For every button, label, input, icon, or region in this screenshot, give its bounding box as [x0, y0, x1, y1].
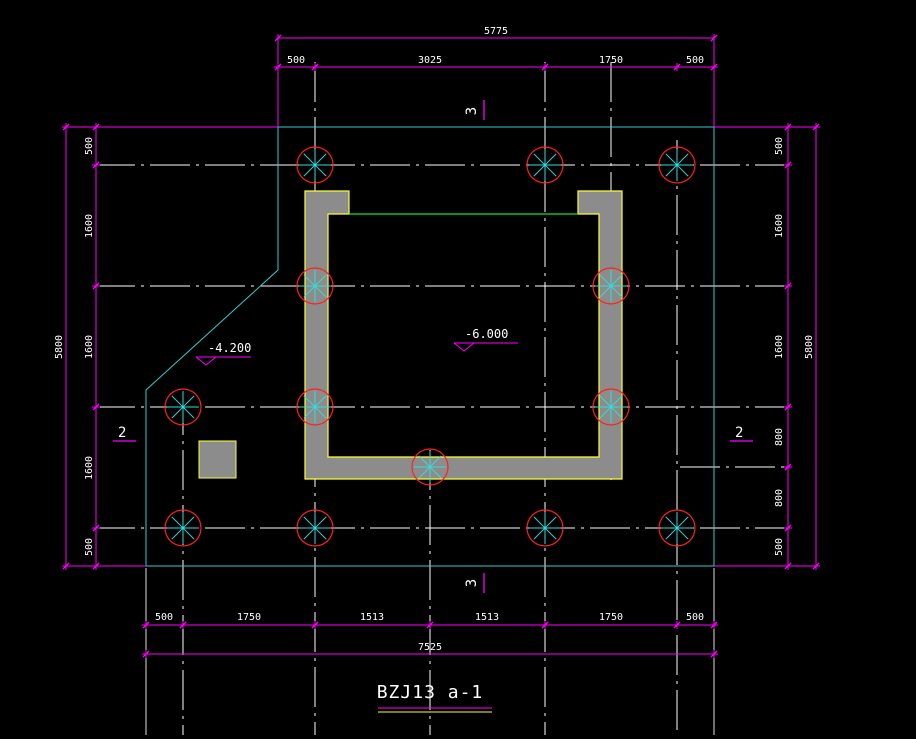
drawing-title: BZJ13 a-1: [377, 682, 484, 703]
dim-right-overall: 5800: [804, 335, 815, 359]
dim-left-overall: 5800: [54, 335, 65, 359]
dim-bottom-seg-5: 1750: [599, 612, 623, 623]
section-mark-label: 2: [118, 425, 126, 441]
pile-13: [658, 509, 696, 547]
pile-9: [411, 448, 449, 486]
pile-12: [526, 509, 564, 547]
dim-bottom-seg-3: 1513: [360, 612, 384, 623]
section-mark-3-top: 3: [464, 100, 485, 120]
pile-1: [296, 146, 334, 184]
dim-left-seg-5: 500: [84, 538, 95, 556]
elevation-label-1: -4.200: [208, 341, 251, 355]
pile-10: [164, 509, 202, 547]
dim-right-seg-1: 500: [774, 137, 785, 155]
section-mark-label: 3: [464, 107, 480, 115]
section-mark-label: 2: [735, 425, 743, 441]
pile-8: [592, 388, 630, 426]
dim-left-seg-1: 500: [84, 137, 95, 155]
core-wall: [304, 190, 623, 480]
elevation-label-2: -6.000: [465, 327, 508, 341]
section-mark-3-bottom: 3: [464, 573, 485, 593]
dim-right-seg-6: 500: [774, 538, 785, 556]
dim-bottom-seg-1: 500: [155, 612, 173, 623]
dim-bottom-seg-6: 500: [686, 612, 704, 623]
piles: [164, 146, 696, 547]
dim-right-seg-4: 800: [774, 428, 785, 446]
drawing-title-block: BZJ13 a-1: [377, 682, 492, 713]
pile-11: [296, 509, 334, 547]
section-mark-2-left: 2: [113, 425, 136, 442]
dim-right-seg-2: 1600: [774, 214, 785, 238]
section-mark-2-right: 2: [730, 425, 753, 442]
dimension-lines: [62, 34, 820, 658]
pile-2: [526, 146, 564, 184]
pile-3: [658, 146, 696, 184]
elevation-marker-1: -4.200: [195, 341, 251, 366]
dim-left-seg-3: 1600: [84, 335, 95, 359]
dim-left-seg-4: 1600: [84, 456, 95, 480]
dim-left-seg-2: 1600: [84, 214, 95, 238]
dim-right-seg-5: 800: [774, 489, 785, 507]
dim-top-seg-2: 3025: [418, 55, 442, 66]
dim-top-overall: 5775: [484, 26, 508, 37]
dim-bottom-overall: 7525: [418, 642, 442, 653]
elevation-marker-2: -6.000: [453, 327, 518, 352]
pile-6: [164, 388, 202, 426]
dim-right-seg-3: 1600: [774, 335, 785, 359]
pile-5: [592, 267, 630, 305]
dimension-text: 5775 500 3025 1750 500 500 1750 1513 151…: [54, 26, 815, 653]
dim-top-seg-3: 1750: [599, 55, 623, 66]
column-block: [198, 440, 237, 479]
pile-7: [296, 388, 334, 426]
dim-bottom-seg-4: 1513: [475, 612, 499, 623]
dim-bottom-seg-2: 1750: [237, 612, 261, 623]
dim-top-seg-4: 500: [686, 55, 704, 66]
dim-top-seg-1: 500: [287, 55, 305, 66]
dimension-ticks: [62, 34, 820, 658]
pile-4: [296, 267, 334, 305]
section-mark-label: 3: [464, 579, 480, 587]
